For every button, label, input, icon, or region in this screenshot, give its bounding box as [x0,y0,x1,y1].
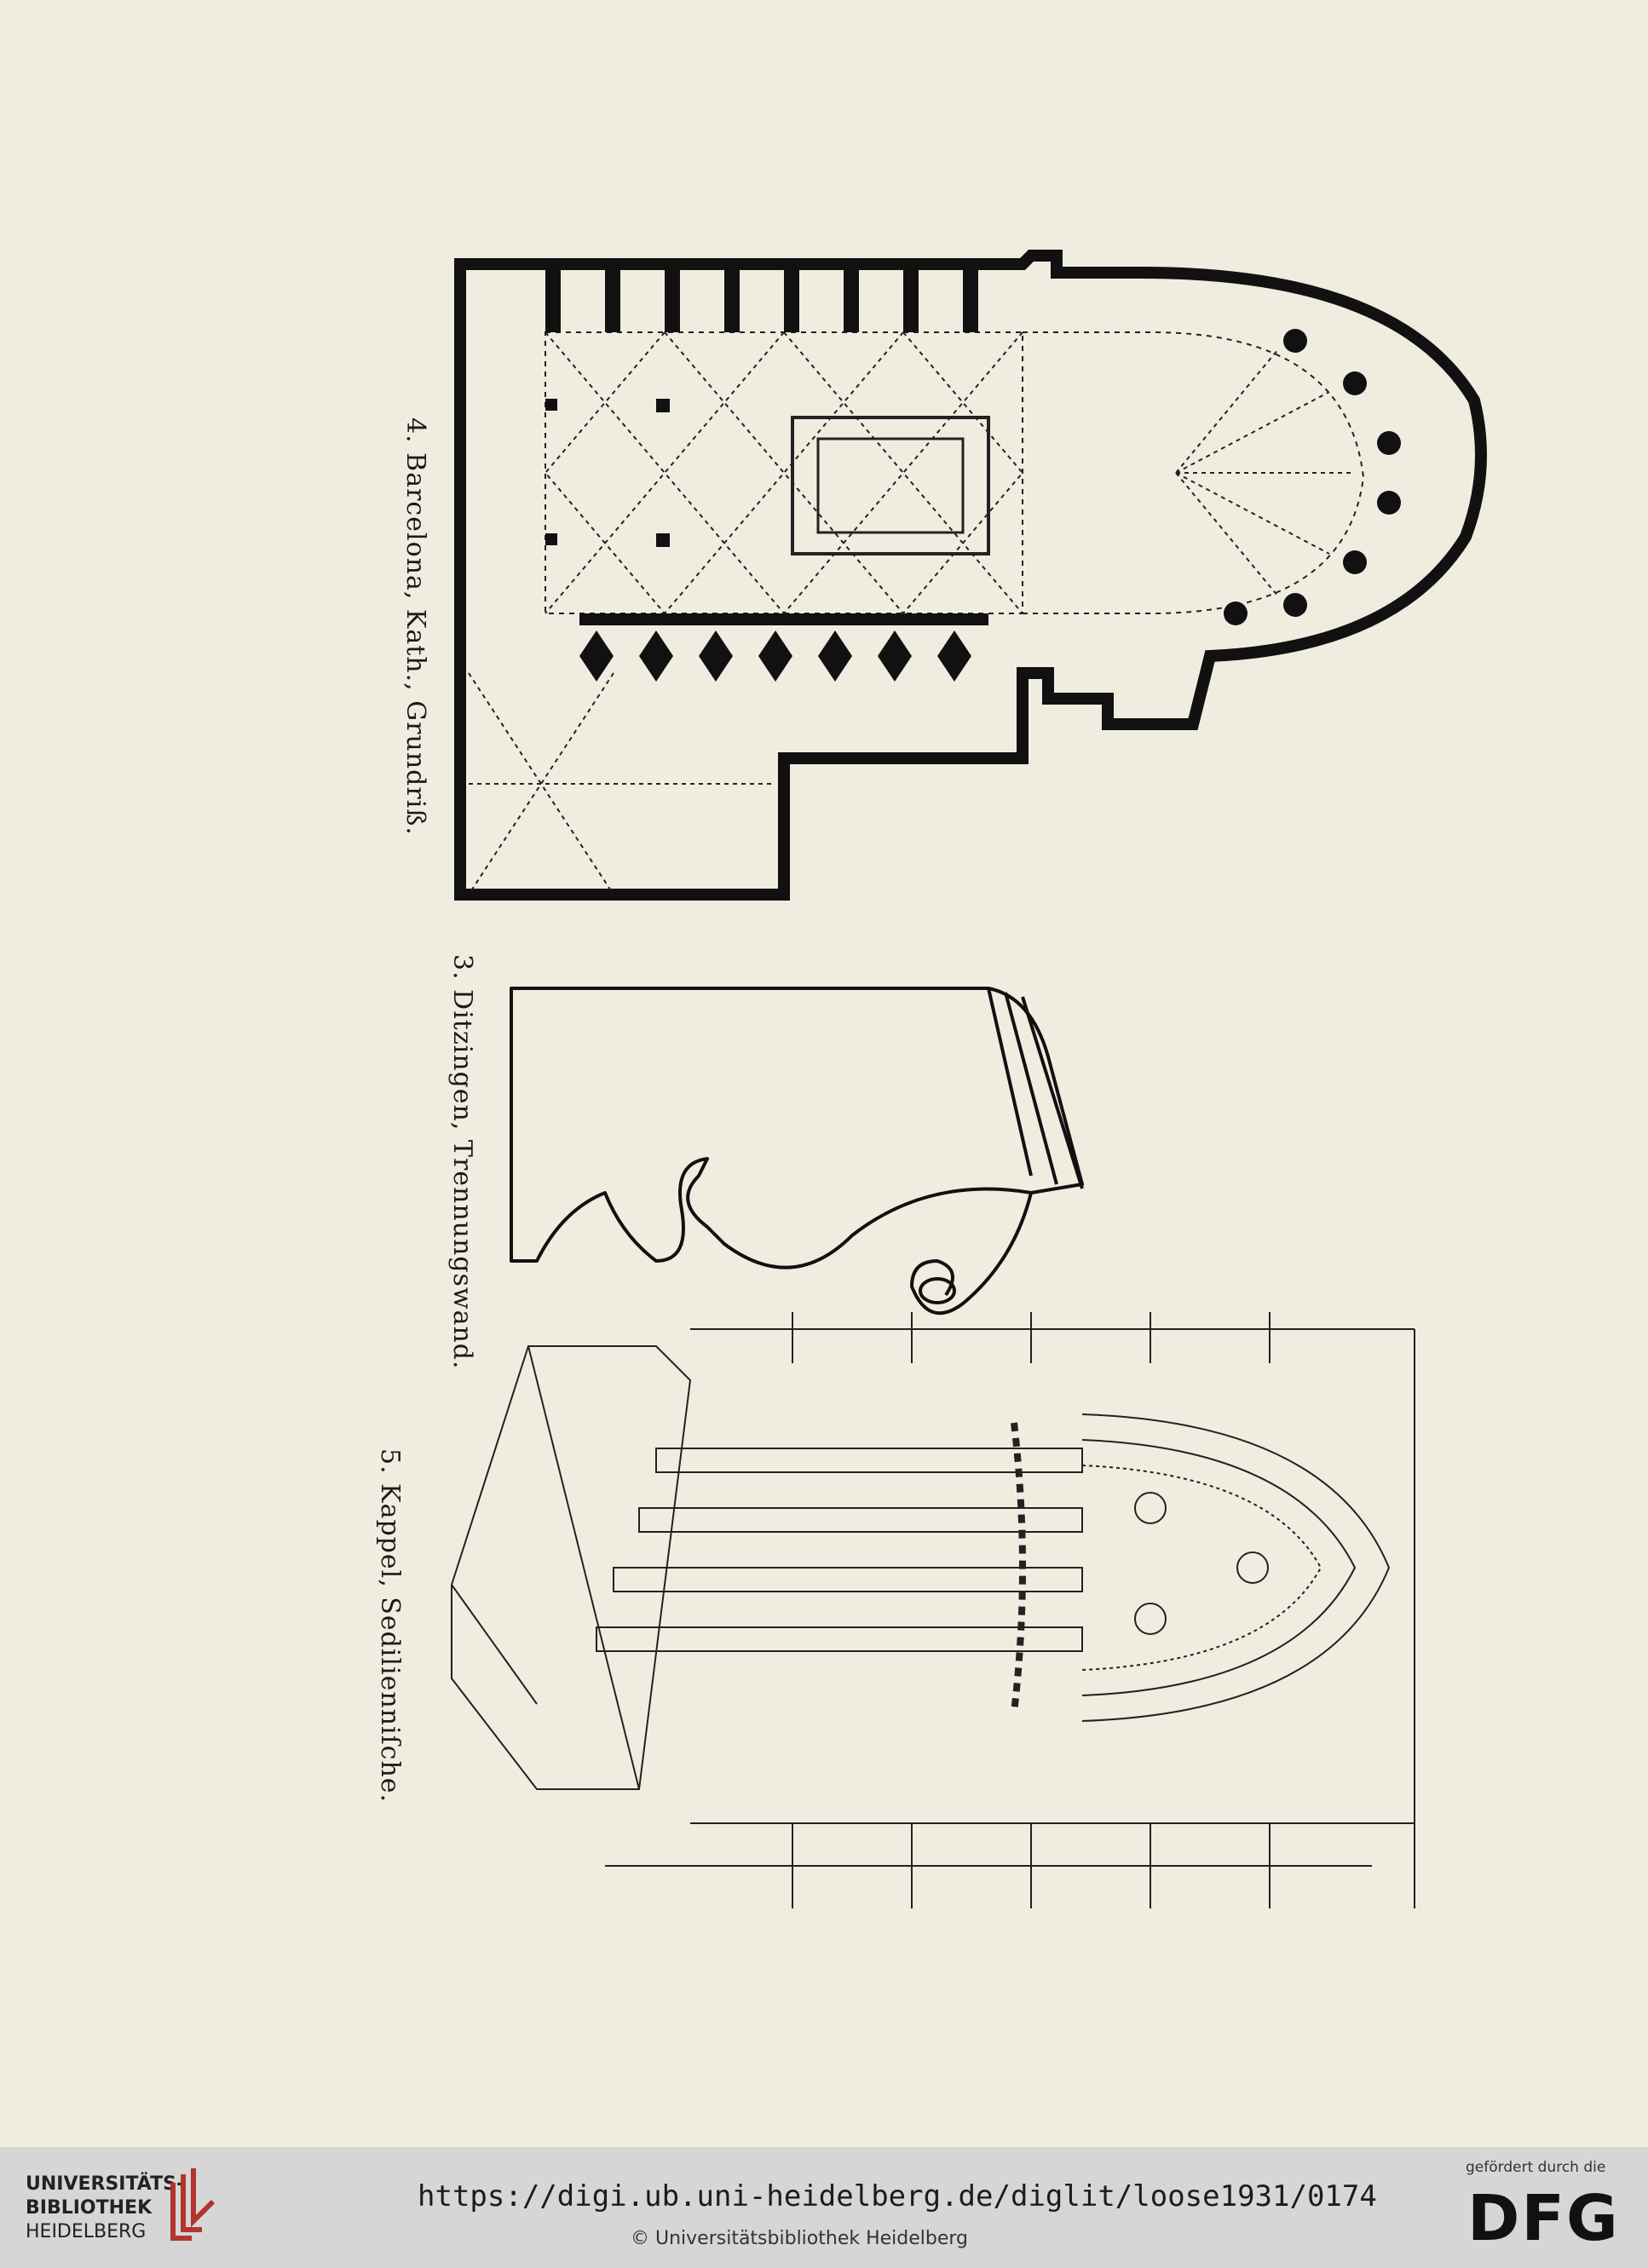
library-name-line2: BIBLIOTHEK [26,2197,153,2219]
permalink-url[interactable]: https://digi.ub.uni-heidelberg.de/diglit… [418,2179,1377,2213]
ub-heidelberg-logo-icon[interactable] [166,2166,217,2242]
scanned-page: 4. Barcelona, Kath., Grundriß. 3. Ditzin… [375,250,1487,1908]
library-name[interactable]: UNIVERSITÄTS- BIBLIOTHEK HEIDELBERG [26,2173,184,2244]
viewer-footer: UNIVERSITÄTS- BIBLIOTHEK HEIDELBERG http… [0,2147,1648,2268]
dfg-logo[interactable]: DFG [1467,2182,1620,2255]
figure-3-caption: 3. Ditzingen, Trennungswand. [447,954,477,1370]
figure-5-niche-drawing [451,1312,1415,1908]
funding-note: gefördert durch die [1466,2159,1606,2176]
figure-4-caption: 4. Barcelona, Kath., Grundriß. [400,417,430,836]
figure-4-floor-plan [454,250,1487,901]
library-name-line3: HEIDELBERG [26,2221,147,2242]
figure-3-profile-drawing [510,987,1084,1315]
figure-5-caption: 5. Kappel, Sedilienniſche. [375,1448,405,1804]
copyright-notice: © Universitätsbibliothek Heidelberg [631,2228,969,2249]
library-name-line1: UNIVERSITÄTS- [26,2173,185,2195]
